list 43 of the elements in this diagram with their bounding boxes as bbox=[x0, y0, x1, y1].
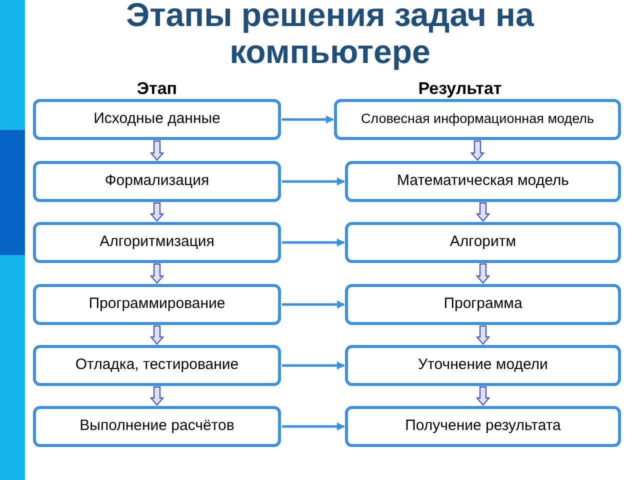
process-box bbox=[33, 345, 281, 386]
box-label: Исходные данные bbox=[94, 109, 220, 130]
block-arrow bbox=[476, 386, 490, 406]
arrow bbox=[282, 362, 345, 370]
process-box bbox=[33, 161, 281, 202]
block-arrow bbox=[150, 325, 164, 345]
column-header: Этап bbox=[136, 78, 178, 100]
box-label: Алгоритмизация bbox=[100, 232, 214, 252]
box-label: Алгоритм bbox=[450, 232, 516, 252]
block-arrow bbox=[470, 140, 485, 161]
process-box bbox=[345, 345, 621, 386]
arrow bbox=[282, 116, 334, 124]
process-box bbox=[345, 222, 621, 263]
box-label: Словесная информационная модель bbox=[360, 110, 594, 128]
arrow bbox=[282, 422, 345, 430]
column-header: Результат bbox=[417, 78, 503, 100]
title: Этапы решения задач на компьютере bbox=[125, 0, 535, 70]
process-box bbox=[345, 284, 621, 325]
process-box bbox=[345, 406, 621, 447]
block-arrow bbox=[150, 263, 164, 284]
box-label: Математическая модель bbox=[397, 171, 569, 192]
box-label: Отладка, тестирование bbox=[75, 355, 239, 376]
block-arrow bbox=[476, 325, 490, 345]
box-label: Программирование bbox=[88, 294, 226, 314]
block-arrow bbox=[476, 263, 490, 284]
box-label: Программа bbox=[444, 294, 522, 314]
box-label: Получение результата bbox=[405, 416, 561, 436]
process-box bbox=[33, 406, 281, 447]
process-box bbox=[33, 222, 281, 263]
process-box bbox=[33, 99, 281, 140]
arrow bbox=[282, 300, 345, 308]
block-arrow bbox=[150, 202, 164, 222]
block-arrow bbox=[150, 140, 164, 161]
arrow bbox=[282, 238, 345, 246]
box-label: Уточнение модели bbox=[418, 355, 548, 376]
block-arrow bbox=[150, 386, 164, 406]
box-label: Выполнение расчётов bbox=[80, 416, 234, 436]
box-label: Формализация bbox=[104, 171, 210, 192]
block-arrow bbox=[476, 202, 490, 222]
process-box bbox=[33, 284, 281, 325]
process-box bbox=[334, 99, 621, 140]
arrow bbox=[282, 178, 345, 186]
process-box bbox=[345, 161, 621, 202]
